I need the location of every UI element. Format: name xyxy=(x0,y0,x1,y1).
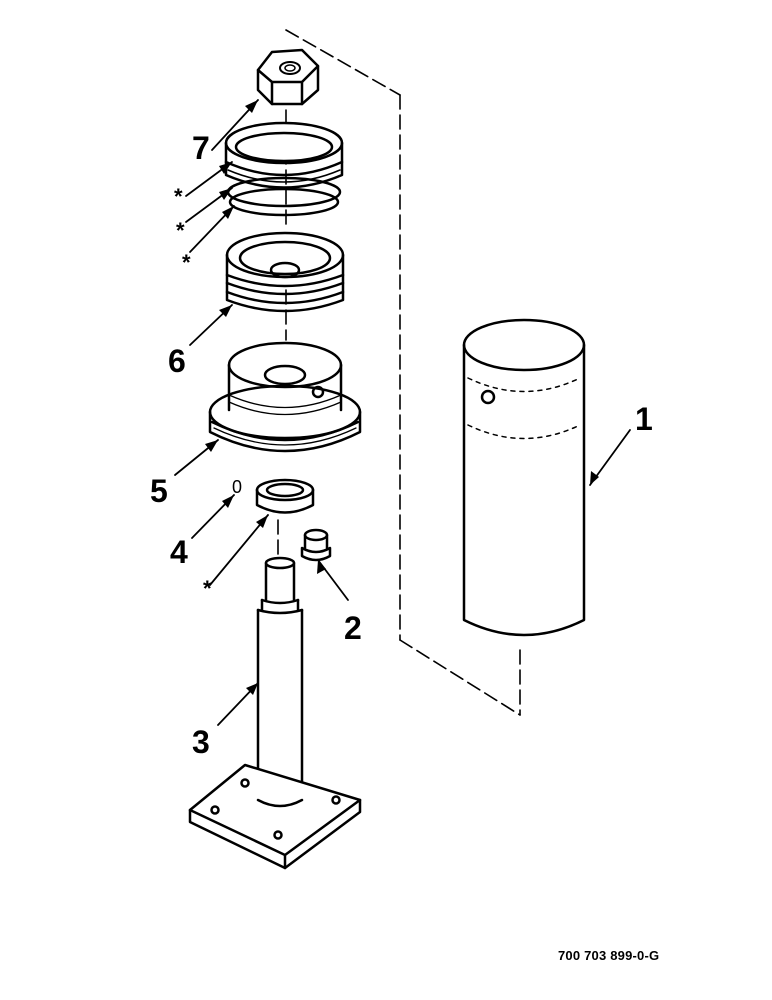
callout-2: 2 xyxy=(344,610,362,646)
hex-nut-part xyxy=(256,48,320,106)
callout-1: 1 xyxy=(635,401,653,437)
seal-marker: * xyxy=(176,218,185,243)
piston-part xyxy=(225,231,345,313)
figure-number: 700 703 899-0-G xyxy=(558,948,660,963)
bushing-part xyxy=(255,478,315,514)
top-cap-part xyxy=(224,121,344,189)
o-ring-marker: 0 xyxy=(232,477,243,497)
cylinder-head-part xyxy=(208,341,362,453)
seal-marker: * xyxy=(203,576,212,601)
leader-arrowheads xyxy=(205,100,599,695)
callout-4: 4 xyxy=(170,534,188,570)
callout-5: 5 xyxy=(150,473,168,509)
seal-marker: * xyxy=(174,184,183,209)
callout-3: 3 xyxy=(192,724,210,760)
rod-base-part xyxy=(188,556,362,870)
cylinder-tube-part xyxy=(462,318,586,637)
seal-rings-part xyxy=(226,176,342,217)
plug-fitting-part xyxy=(300,528,332,562)
callout-7: 7 xyxy=(192,130,210,166)
callout-6: 6 xyxy=(168,343,186,379)
seal-marker: * xyxy=(182,250,191,275)
assembly-centerline xyxy=(277,29,521,716)
